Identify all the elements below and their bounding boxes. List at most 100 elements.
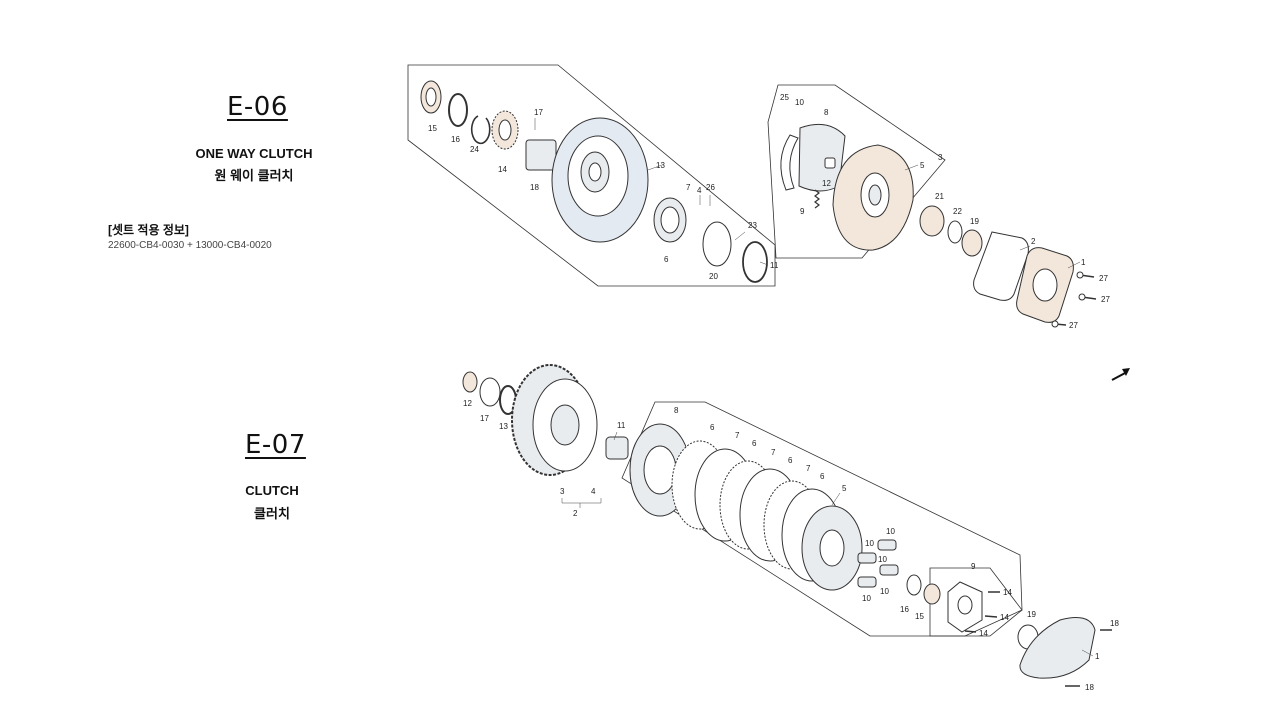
callout: 16 [900,605,909,614]
e06-callouts: 15 16 24 14 17 18 13 7 4 26 6 23 20 11 2… [428,93,1110,330]
callout: 8 [824,108,829,117]
clutch-cage-part [653,197,687,243]
callout: 27 [1101,295,1110,304]
callout: 12 [463,399,472,408]
hub-bolt-parts [964,591,1000,633]
callout: 3 [938,153,943,162]
callout: 4 [697,186,702,195]
e06-group-frame-right [767,84,946,259]
callout: 17 [534,108,543,117]
callout: 10 [886,527,895,536]
callout: 10 [880,587,889,596]
callout: 7 [806,464,811,473]
callout: 9 [971,562,976,571]
section-code-e06: E-06 [227,92,288,122]
callout: 1 [1081,258,1086,267]
callout: 14 [979,629,988,638]
callout: 13 [499,422,508,431]
section-name-en-e07: CLUTCH [245,483,299,498]
callout: 10 [865,539,874,548]
e07-diagram: 12 17 13 11 8 6 7 6 7 6 7 6 5 3 4 2 10 1… [462,364,1119,692]
callout: 6 [820,472,825,481]
callout: 7 [771,448,776,457]
clutch-cover-part [1019,617,1096,679]
callout: 14 [1003,588,1012,597]
callout: 11 [770,261,779,270]
oil-seal-part [420,80,442,114]
one-way-clutch-outer-part [551,117,649,243]
retaining-ring-part [742,241,768,283]
callout: 25 [780,93,789,102]
clutch-outer-part [511,364,598,476]
callout: 11 [617,421,626,430]
callout: 6 [752,439,757,448]
lifter-plate-part [947,581,983,633]
drive-gear-part [525,139,557,171]
callout: 6 [664,255,669,264]
front-direction-arrow-icon [1111,368,1130,381]
callout: 15 [428,124,437,133]
snap-ring-part [448,93,468,127]
section-name-ko-e06: 원 웨이 클러치 [214,168,294,183]
callout: 9 [800,207,805,216]
gasket-part [973,231,1029,301]
callout: 20 [709,272,718,281]
callout: 7 [735,431,740,440]
callout: 16 [451,135,460,144]
section-code-e07: E-07 [245,430,306,460]
callout: 6 [710,423,715,432]
e06-leaders [647,164,1081,269]
set-info-parts: 22600-CB4-0030 + 13000-CB4-0020 [108,240,272,251]
washer-part [462,371,478,393]
callout: 18 [1085,683,1094,692]
callout: 4 [591,487,596,496]
callout: 19 [970,217,979,226]
callout: 15 [915,612,924,621]
section-name-ko-e07: 클러치 [254,506,290,521]
lock-nut-part [961,229,983,257]
callout: 7 [686,183,691,192]
callout: 18 [1110,619,1119,628]
callout: 10 [862,594,871,603]
callout: 14 [1000,613,1009,622]
callout: 17 [480,414,489,423]
callout: 24 [470,145,479,154]
assembly-bracket [561,498,602,504]
e06-group-frame-left [407,64,776,287]
bearing-washer-part [906,574,922,596]
circlip-part [470,115,491,145]
e07-leaders [613,431,1094,657]
pressure-plate-part [801,505,863,591]
callout: 14 [498,165,507,174]
cover-part [1016,247,1074,323]
e07-callouts: 12 17 13 11 8 6 7 6 7 6 7 6 5 3 4 2 10 1… [463,399,1119,692]
callout: 22 [953,207,962,216]
collar-part [605,436,629,460]
callout: 27 [1099,274,1108,283]
thrust-washer-part [702,221,732,267]
shoe-spring-part [814,189,820,209]
callout: 5 [842,484,847,493]
starter-gear-part [491,110,519,150]
callout: 26 [706,183,715,192]
clutch-spring-parts [857,539,899,588]
callout: 1 [1095,652,1100,661]
e06-diagram: 15 16 24 14 17 18 13 7 4 26 6 23 20 11 2… [407,64,1110,330]
washer-small-part [947,220,963,244]
callout: 5 [920,161,925,170]
callout: 2 [1031,237,1036,246]
callout: 21 [935,192,944,201]
callout: 10 [795,98,804,107]
callout: 27 [1069,321,1078,330]
drive-gear-small-part [919,205,945,237]
callout: 19 [1027,610,1036,619]
bolt-parts [1051,271,1097,328]
drive-plate-part [832,144,914,251]
callout: 10 [878,555,887,564]
callout: 2 [573,509,578,518]
bearing-part [923,583,941,605]
callout: 23 [748,221,757,230]
clutch-shoe-part [780,123,846,192]
e07-hub-frame [929,567,1023,637]
